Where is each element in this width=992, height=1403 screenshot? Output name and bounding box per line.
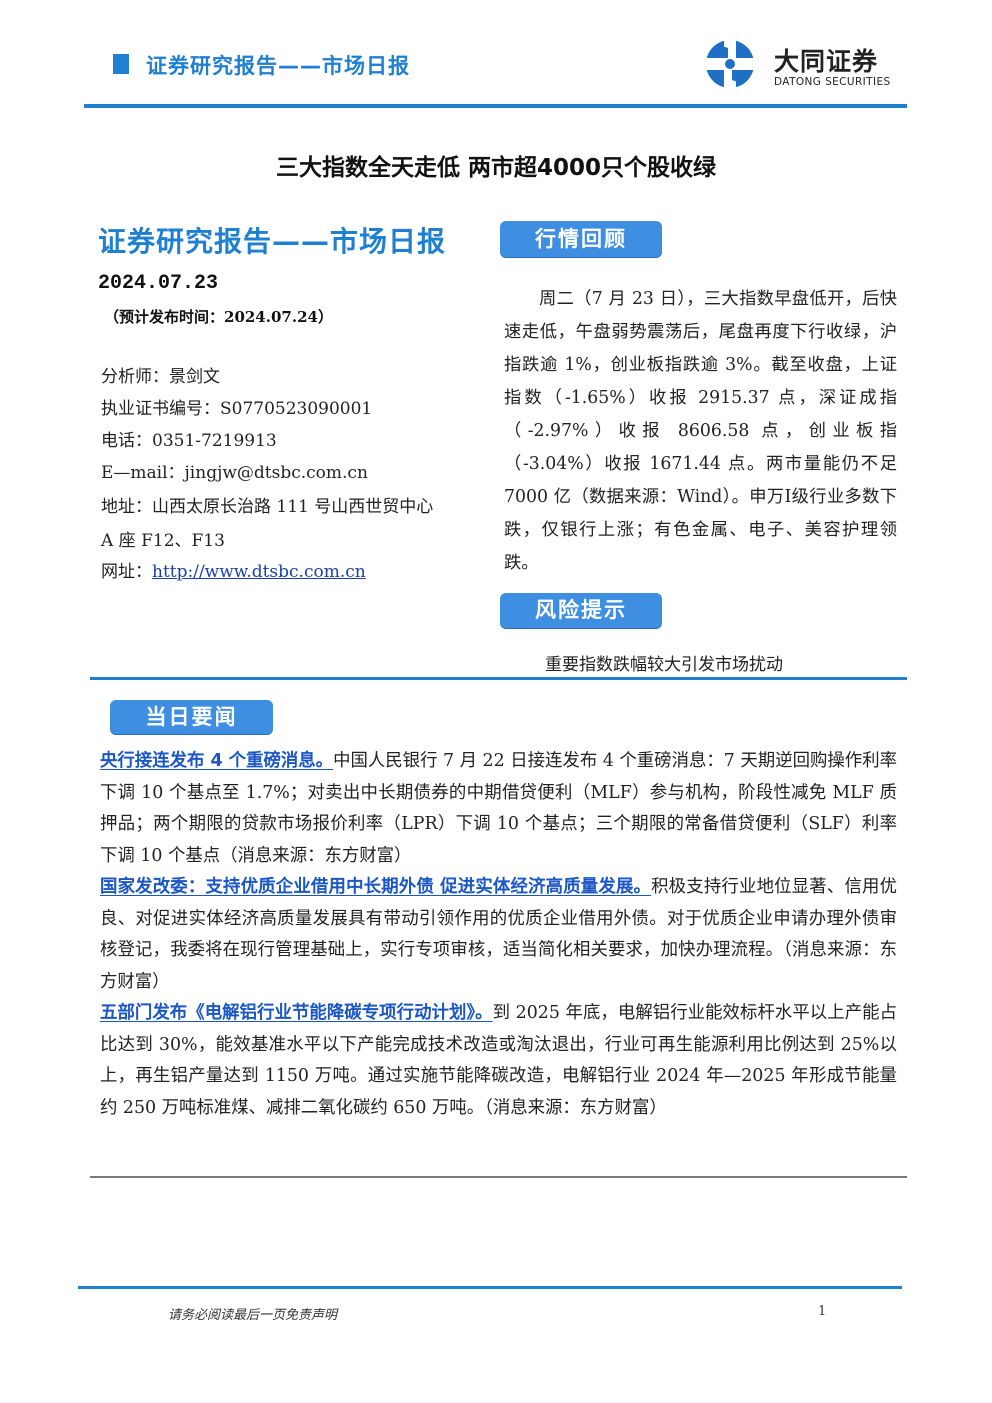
website-link[interactable]: http://www.dtsbc.com.cn bbox=[152, 562, 366, 582]
analyst-license: 执业证书编号：S0770523090001 bbox=[101, 399, 373, 419]
risk-text: 重要指数跌幅较大引发市场扰动 bbox=[545, 655, 783, 675]
news-item: 央行接连发布 4 个重磅消息。中国人民银行 7 月 22 日接连发布 4 个重磅… bbox=[100, 746, 897, 872]
risk-label: 风险提示 bbox=[500, 593, 662, 628]
news-item: 五部门发布《电解铝行业节能降碳专项行动计划》。到 2025 年底，电解铝行业能效… bbox=[100, 998, 897, 1124]
section-divider bbox=[90, 677, 907, 680]
market-review-text: 周二（7 月 23 日），三大指数早盘低开，后快速走低，午盘弱势震荡后，尾盘再度… bbox=[504, 283, 897, 580]
left-report-title: 证券研究报告——市场日报 bbox=[98, 225, 447, 258]
news-body: 积极支持行业地位显著、信用优良、对促进实体经济高质量发展具有带动引领作用的优质企… bbox=[100, 877, 897, 992]
report-date: 2024.07.23 bbox=[98, 272, 219, 295]
news-item: 国家发改委：支持优质企业借用中长期外债 促进实体经济高质量发展。积极支持行业地位… bbox=[100, 872, 897, 998]
logo-company-subtitle: DATONG SECURITIES bbox=[774, 76, 891, 88]
analyst-address-line2: A 座 F12、F13 bbox=[101, 531, 225, 551]
header-divider bbox=[84, 104, 907, 108]
report-main-title: 三大指数全天走低 两市超4000只个股收绿 bbox=[275, 155, 717, 181]
publish-time: （预计发布时间：2024.07.24） bbox=[104, 308, 333, 326]
news-list: 央行接连发布 4 个重磅消息。中国人民银行 7 月 22 日接连发布 4 个重磅… bbox=[100, 746, 897, 1124]
news-label: 当日要闻 bbox=[110, 700, 273, 734]
analyst-email: E—mail：jingjw@dtsbc.com.cn bbox=[101, 463, 368, 483]
news-headline: 央行接连发布 4 个重磅消息。 bbox=[100, 751, 334, 771]
news-body: 到 2025 年底，电解铝行业能效标杆水平以上产能占比达到 30%，能效基准水平… bbox=[100, 1003, 897, 1118]
website-label: 网址： bbox=[101, 562, 152, 582]
header-square-marker bbox=[113, 54, 129, 74]
news-body: 中国人民银行 7 月 22 日接连发布 4 个重磅消息：7 天期逆回购操作利率下… bbox=[100, 751, 897, 866]
analyst-phone: 电话：0351-7219913 bbox=[101, 431, 277, 451]
market-review-paragraph: 周二（7 月 23 日），三大指数早盘低开，后快速走低，午盘弱势震荡后，尾盘再度… bbox=[504, 289, 897, 573]
news-end-divider bbox=[90, 1176, 907, 1178]
news-headline: 国家发改委：支持优质企业借用中长期外债 促进实体经济高质量发展。 bbox=[100, 877, 652, 897]
footer-divider bbox=[78, 1286, 902, 1289]
news-headline: 五部门发布《电解铝行业节能降碳专项行动计划》。 bbox=[100, 1003, 493, 1023]
website-line: 网址：http://www.dtsbc.com.cn bbox=[101, 557, 366, 582]
logo-company-name: 大同证券 bbox=[774, 47, 879, 76]
datong-logo-icon bbox=[706, 40, 754, 88]
analyst-name: 分析师：景剑文 bbox=[101, 367, 220, 387]
page-number: 1 bbox=[818, 1304, 827, 1319]
market-review-label: 行情回顾 bbox=[500, 221, 662, 257]
datong-logo: 大同证券 DATONG SECURITIES bbox=[702, 36, 902, 92]
header-section-title: 证券研究报告——市场日报 bbox=[146, 54, 410, 78]
analyst-address-line1: 地址：山西太原长治路 111 号山西世贸中心 bbox=[101, 497, 434, 517]
footer-disclaimer: 请务必阅读最后一页免责声明 bbox=[168, 1308, 338, 1323]
